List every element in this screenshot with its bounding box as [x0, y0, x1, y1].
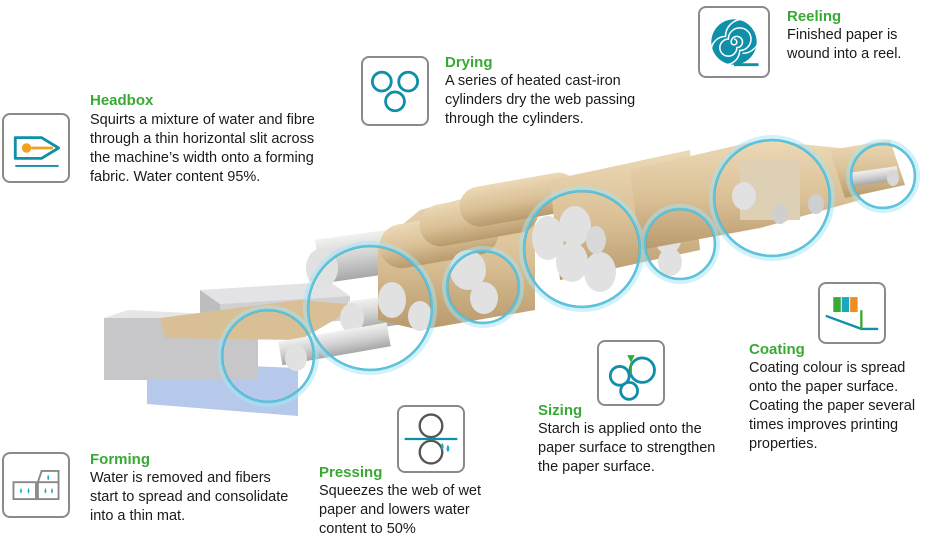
drying-description: A series of heated cast-iron cylinders d…: [445, 73, 636, 127]
reel-icon: [710, 18, 761, 67]
sizing-description: Starch is applied onto the paper surface…: [538, 421, 716, 475]
sizing-title: Sizing: [538, 402, 583, 419]
forming-icon: [12, 469, 60, 501]
headbox-icon-box: [2, 113, 70, 183]
sizing-icon: [608, 355, 656, 401]
forming-description: Water is removed and fibers start to spr…: [90, 470, 289, 524]
headbox-description: Squirts a mixture of water and fibre thr…: [90, 112, 315, 185]
coating-description: Coating colour is spread onto the paper …: [749, 360, 916, 452]
pressing-title: Pressing: [319, 464, 383, 481]
pressing-description: Squeezes the web of wet paper and lowers…: [319, 483, 482, 537]
forming-title: Forming: [90, 451, 150, 468]
sizing-icon-box: [597, 340, 665, 406]
reeling-icon-box: [698, 6, 770, 78]
coating-icon-box: [818, 282, 886, 344]
pressing-icon: [404, 413, 458, 465]
drying-icon: [371, 70, 419, 113]
headbox-unit: [104, 282, 360, 380]
coating-title: Coating: [749, 341, 805, 358]
coating-icon: [825, 297, 879, 331]
coating-section: [630, 140, 860, 250]
headbox-title: Headbox: [90, 92, 154, 109]
dryer-section: [378, 172, 579, 331]
forming-icon-box: [2, 452, 70, 518]
pressing-icon-box: [397, 405, 465, 473]
drying-icon-box: [361, 56, 429, 126]
reeling-title: Reeling: [787, 8, 842, 25]
reeling-description: Finished paper is wound into a reel.: [787, 27, 902, 62]
drying-title: Drying: [445, 54, 493, 71]
headbox-icon: [13, 136, 60, 167]
